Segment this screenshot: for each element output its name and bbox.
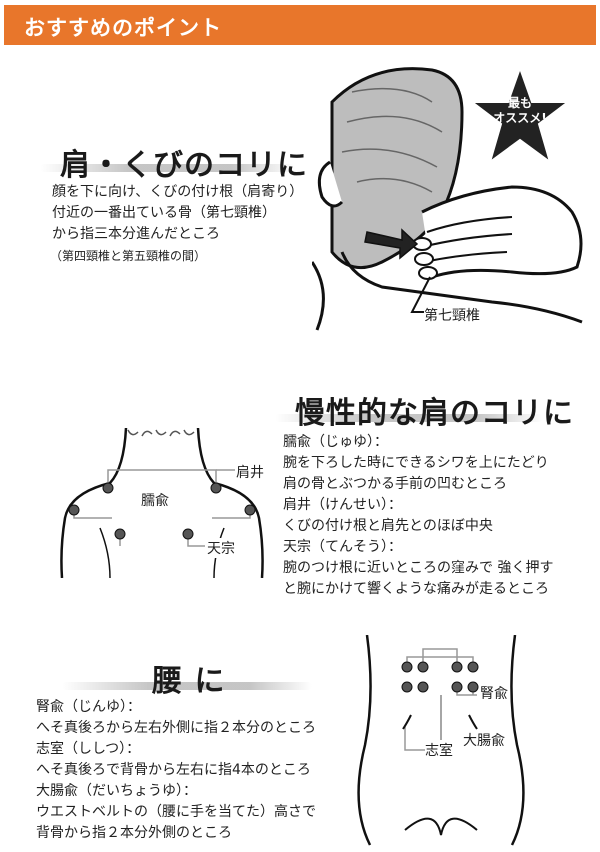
label-kensei: 肩井 bbox=[236, 462, 264, 482]
section2-description: 臑兪（じゅゆ）： 腕を下ろした時にできるシワを上にたどり 肩の骨とぶつかる手前の… bbox=[283, 432, 553, 600]
section3-description: 腎兪（じんゆ）： へそ真後ろから左右外側に指２本分のところ 志室（ししつ）： へ… bbox=[36, 697, 316, 844]
header-title: おすすめのポイント bbox=[24, 16, 222, 40]
badge-line: オススメ! bbox=[493, 111, 547, 125]
text-line: 背骨から指２本分外側のところ bbox=[36, 825, 232, 841]
text-line: 大腸兪（だいちょうゆ）： bbox=[36, 783, 197, 799]
heading-underline bbox=[62, 682, 312, 690]
label-seventh-vertebra: 第七頸椎 bbox=[424, 305, 480, 325]
text-line: から指三本分進んだところ bbox=[52, 226, 220, 242]
neck-illustration bbox=[312, 67, 583, 331]
label-daichoyu: 大腸兪 bbox=[463, 730, 505, 750]
heading-underline bbox=[40, 164, 295, 172]
label-jinyu: 腎兪 bbox=[480, 683, 508, 703]
text-line: 肩の骨とぶつかる手前の凹むところ bbox=[283, 476, 507, 492]
label-shishitsu: 志室 bbox=[425, 740, 453, 760]
section3-heading: 腰 に bbox=[152, 664, 226, 699]
heading-underline bbox=[275, 414, 543, 422]
section2-heading: 慢性的な肩のコリに bbox=[295, 396, 574, 431]
label-juyu: 臑兪 bbox=[141, 490, 169, 510]
star-badge-text: 最も オススメ! bbox=[490, 96, 550, 126]
section-header-bar: おすすめのポイント bbox=[4, 5, 596, 45]
text-line: 付近の一番出ている骨（第七頸椎） bbox=[52, 205, 276, 221]
text-line: 腎兪（じんゆ）： bbox=[36, 699, 141, 715]
text-line: 志室（ししつ）： bbox=[36, 741, 141, 757]
text-line: 顔を下に向け、くびの付け根（肩寄り） bbox=[52, 184, 304, 200]
text-line: 天宗（てんそう）： bbox=[283, 539, 402, 555]
text-line: へそ真後ろで背骨から左右に指4本のところ bbox=[36, 762, 311, 778]
section1-description: 顔を下に向け、くびの付け根（肩寄り） 付近の一番出ている骨（第七頸椎） から指三… bbox=[52, 182, 303, 245]
text-line: へそ真後ろから左右外側に指２本分のところ bbox=[36, 720, 316, 736]
text-line: 肩井（けんせい）： bbox=[283, 497, 402, 513]
text-line: 臑兪（じゅゆ）： bbox=[283, 434, 388, 450]
label-tenso: 天宗 bbox=[207, 538, 235, 558]
section1-note: （第四頸椎と第五頸椎の間） bbox=[50, 249, 207, 263]
text-line: と腕にかけて響くような痛みが走るところ bbox=[283, 581, 549, 597]
badge-line: 最も bbox=[507, 96, 532, 110]
text-line: くびの付け根と肩先とのほぼ中央 bbox=[283, 518, 493, 534]
section1-heading: 肩・くびのコリに bbox=[60, 148, 308, 183]
lower-back-illustration bbox=[357, 635, 525, 846]
star-badge-icon bbox=[469, 66, 571, 165]
text-line: ウエストベルトの（腰に手を当てた）高さで bbox=[36, 804, 316, 820]
text-line: 腕のつけ根に近いところの窪みで 強く押す bbox=[283, 560, 554, 576]
text-line: 腕を下ろした時にできるシワを上にたどり bbox=[283, 455, 549, 471]
